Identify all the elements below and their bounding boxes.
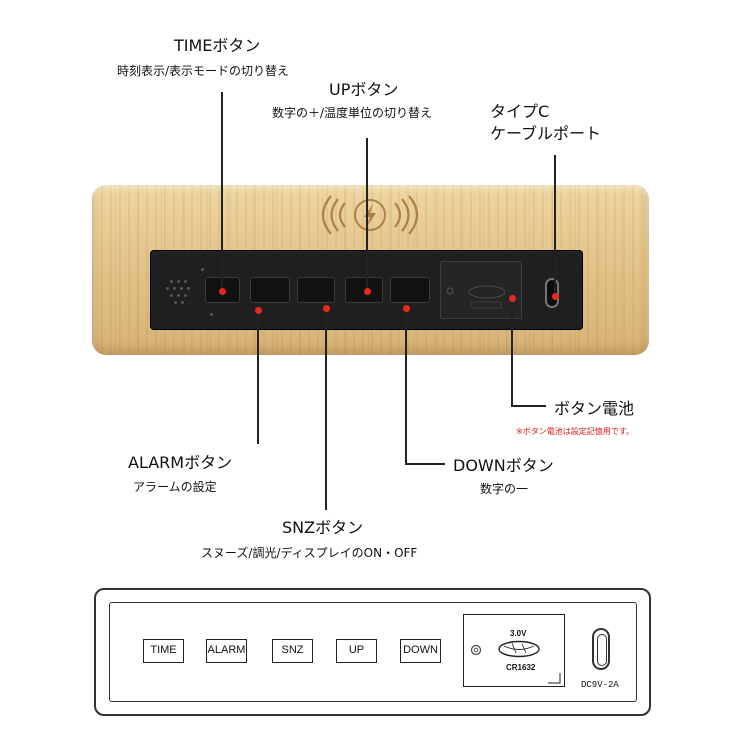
coin-battery-icon	[470, 640, 561, 684]
down-desc: 数字の一	[480, 482, 529, 496]
marker-down	[402, 304, 410, 312]
battery-compartment[interactable]	[440, 261, 522, 319]
marker-typec	[551, 292, 559, 300]
diagram-up-button: UP	[336, 639, 377, 663]
alarm-desc: アラームの設定	[133, 480, 217, 494]
marker-battery	[508, 294, 516, 302]
diagram-down-button: DOWN	[400, 639, 441, 663]
battery-title: ボタン電池	[554, 399, 635, 418]
dc-label: DC9V-2A	[581, 680, 619, 690]
time-title: TIMEボタン	[174, 36, 261, 55]
marker-time	[218, 287, 226, 295]
typec-line2: ケーブルポート	[490, 124, 602, 143]
snz-title: SNZボタン	[282, 518, 364, 537]
down-title: DOWNボタン	[453, 456, 554, 475]
leader-down-h	[405, 463, 445, 465]
diagram-alarm-button: ALARM	[206, 639, 247, 663]
marker-snz	[322, 304, 330, 312]
leader-down	[405, 308, 407, 464]
leader-battery-h	[511, 405, 546, 407]
leader-time	[221, 92, 223, 292]
panel-alarm-button[interactable]	[250, 277, 290, 303]
up-desc: 数字の＋/温度単位の切り替え	[272, 106, 433, 120]
typec-line1: タイプC	[490, 102, 550, 121]
time-desc: 時刻表示/表示モードの切り替え	[117, 64, 290, 78]
diagram-snz-button: SNZ	[272, 639, 313, 663]
back-panel-diagram	[94, 588, 651, 716]
leader-battery	[511, 298, 513, 406]
diagram-time-button: TIME	[143, 639, 184, 663]
battery-voltage: 3.0V	[510, 629, 527, 638]
leader-typec	[554, 155, 556, 295]
leader-alarm	[257, 310, 259, 444]
leader-up	[366, 138, 368, 292]
dc-port-icon	[592, 628, 610, 670]
panel-snz-button[interactable]	[297, 277, 335, 303]
diagram-battery-cover: 3.0V CR1632	[463, 614, 565, 687]
snz-desc: スヌーズ/調光/ディスプレイのON・OFF	[201, 546, 418, 560]
marker-alarm	[254, 306, 262, 314]
marker-up	[363, 287, 371, 295]
leader-snz	[325, 308, 327, 510]
battery-model: CR1632	[506, 663, 536, 672]
panel-down-button[interactable]	[390, 277, 430, 303]
alarm-title: ALARMボタン	[128, 453, 233, 472]
battery-note: ※ボタン電池は設定記憶用です。	[516, 427, 634, 436]
coin-battery-icon	[446, 285, 506, 309]
up-title: UPボタン	[329, 80, 399, 99]
wireless-charging-icon	[321, 195, 419, 235]
back-panel-diagram-inner	[109, 602, 637, 702]
